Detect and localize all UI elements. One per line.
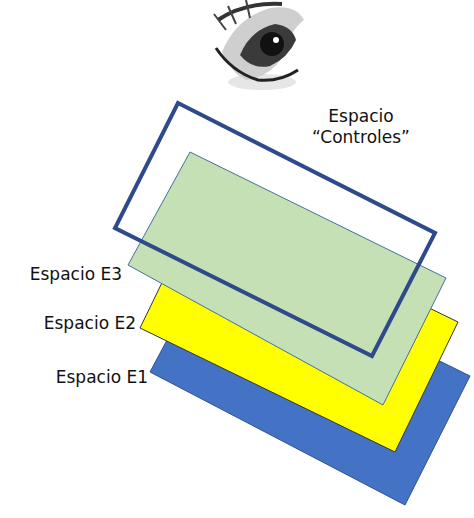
plane-outline bbox=[128, 152, 446, 405]
label-holder: Espacio E3 bbox=[30, 264, 122, 285]
label-holder: Espacio E2 bbox=[44, 313, 136, 334]
plane-outline bbox=[115, 103, 435, 356]
layer-label: Espacio E2 bbox=[44, 313, 136, 334]
label-holder: Espacio “Controles” bbox=[296, 106, 426, 149]
layer-label: Espacio E3 bbox=[30, 264, 122, 285]
label-holder: Espacio E1 bbox=[56, 367, 148, 388]
plane-outline bbox=[140, 198, 458, 452]
layer-label: Espacio “Controles” bbox=[296, 106, 426, 149]
layer-label: Espacio E1 bbox=[56, 367, 148, 388]
plane-outline bbox=[150, 250, 470, 505]
